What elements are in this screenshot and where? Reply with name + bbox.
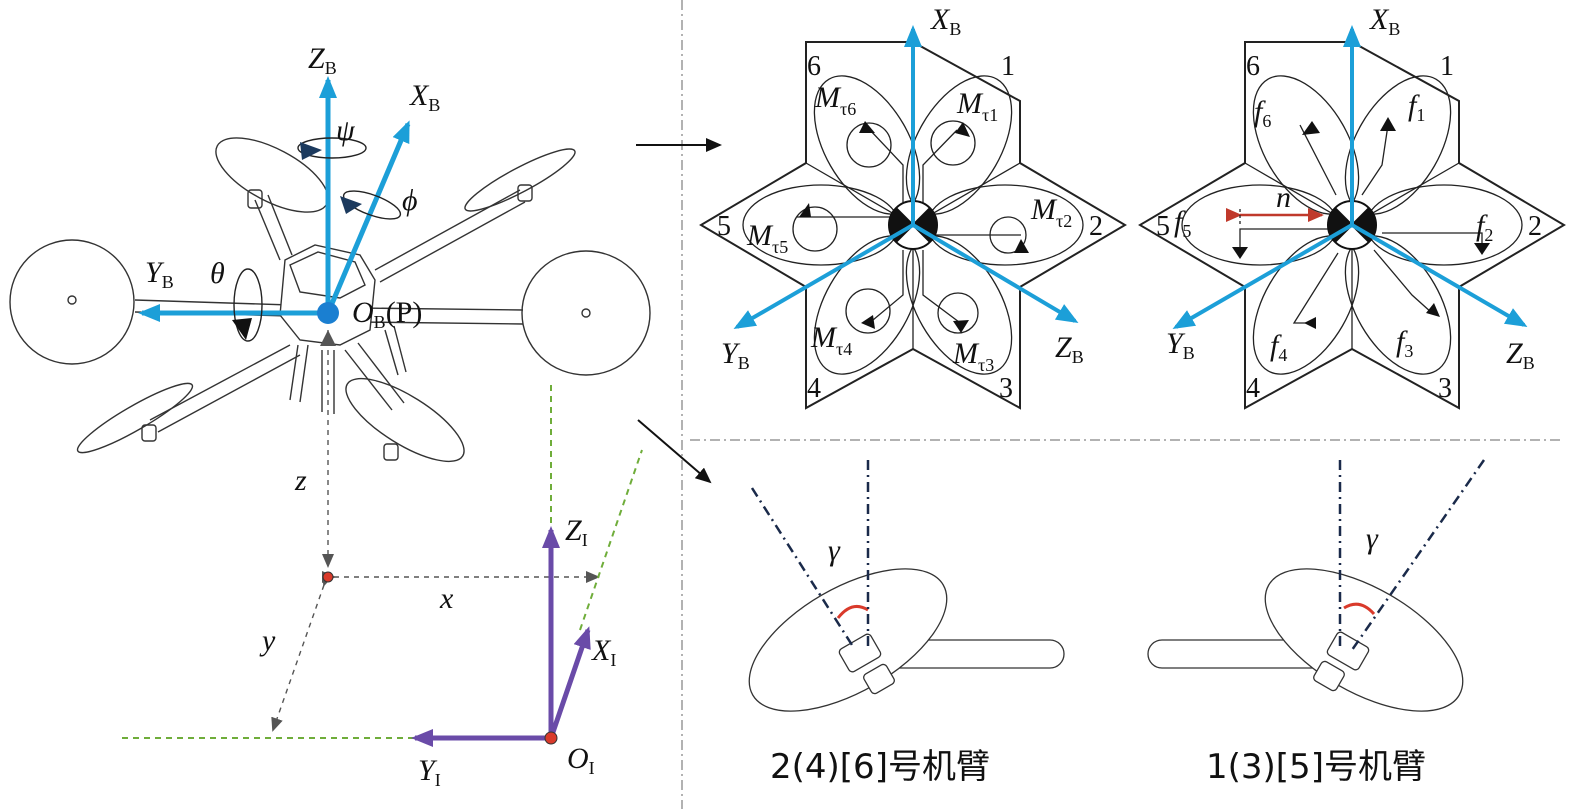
z-position-label: z — [294, 464, 307, 497]
arm-number-5: 5 — [717, 211, 731, 242]
theta-label: θ — [210, 257, 225, 290]
moment-2-label: Mτ2 — [1030, 193, 1072, 231]
arm-number-1: 1 — [1440, 51, 1454, 82]
body-origin-label: OB(P) — [352, 296, 422, 332]
inertial-y-label: YI — [418, 754, 441, 790]
star-force-x-axis-label: XB — [1369, 3, 1400, 39]
star-force-y-axis-label: YB — [1166, 327, 1195, 363]
left-gamma-label: γ — [828, 534, 841, 567]
left-labels: ZB XB YB ψ ϕ θ OB(P) z x y ZI XI YI OI — [145, 42, 616, 790]
arm-number-5: 5 — [1156, 211, 1170, 242]
body-x-label: XB — [409, 79, 440, 115]
body-z-label: ZB — [308, 42, 337, 78]
phi-label: ϕ — [402, 184, 418, 217]
star-force-diagram: XB YB ZB 1 2 3 4 5 6 f1 f2 f3 f4 f5 f6 n — [1138, 3, 1566, 410]
inertial-origin-point — [544, 731, 558, 745]
arm-number-6: 6 — [1246, 51, 1260, 82]
moment-5-label: Mτ5 — [746, 219, 788, 257]
arm-number-2: 2 — [1528, 211, 1542, 242]
panel-dividers — [681, 0, 1560, 809]
arm-tilt-right: γ 1(3)[5]号机臂 — [1147, 459, 1486, 787]
left-arm-caption: 2(4)[6]号机臂 — [770, 747, 990, 787]
projection-point — [322, 571, 334, 583]
star-moment-diagram: XB YB ZB 1 2 3 4 5 6 Mτ1 Mτ2 Mτ3 Mτ4 Mτ5… — [699, 3, 1127, 410]
body-origin-point — [317, 302, 339, 324]
arm-number-4: 4 — [1246, 373, 1260, 404]
arm-number-3: 3 — [999, 373, 1013, 404]
inertial-x-label: XI — [591, 634, 616, 670]
inertial-frame-axes — [122, 385, 643, 747]
drone-illustration — [9, 137, 651, 463]
star-force-z-axis-label: ZB — [1506, 337, 1535, 373]
position-vectors — [271, 330, 600, 732]
star-moment-z-axis-label: ZB — [1055, 331, 1084, 367]
star-moment-y-axis-label: YB — [721, 337, 750, 373]
arm-tilt-left: γ 2(4)[6]号机臂 — [748, 460, 1065, 787]
right-arm-caption: 1(3)[5]号机臂 — [1206, 747, 1426, 787]
arm-number-3: 3 — [1438, 373, 1452, 404]
n-distance-label: n — [1276, 181, 1291, 214]
moment-6-label: Mτ6 — [814, 81, 856, 119]
arm-number-6: 6 — [807, 51, 821, 82]
arm-number-1: 1 — [1001, 51, 1015, 82]
inertial-origin-label: OI — [567, 742, 595, 778]
y-position-label: y — [259, 624, 276, 657]
body-y-label: YB — [145, 256, 174, 292]
x-position-label: x — [439, 582, 454, 615]
arm-number-4: 4 — [807, 373, 821, 404]
star-moment-x-axis-label: XB — [930, 3, 961, 39]
rotation-arcs — [232, 137, 402, 342]
pointer-arrows — [636, 138, 722, 484]
moment-3-label: Mτ3 — [952, 337, 994, 375]
arm-number-2: 2 — [1089, 211, 1103, 242]
moment-4-label: Mτ4 — [810, 321, 852, 359]
moment-1-label: Mτ1 — [956, 87, 998, 125]
psi-label: ψ — [336, 114, 356, 147]
inertial-z-label: ZI — [565, 514, 588, 550]
right-gamma-label: γ — [1366, 522, 1379, 555]
